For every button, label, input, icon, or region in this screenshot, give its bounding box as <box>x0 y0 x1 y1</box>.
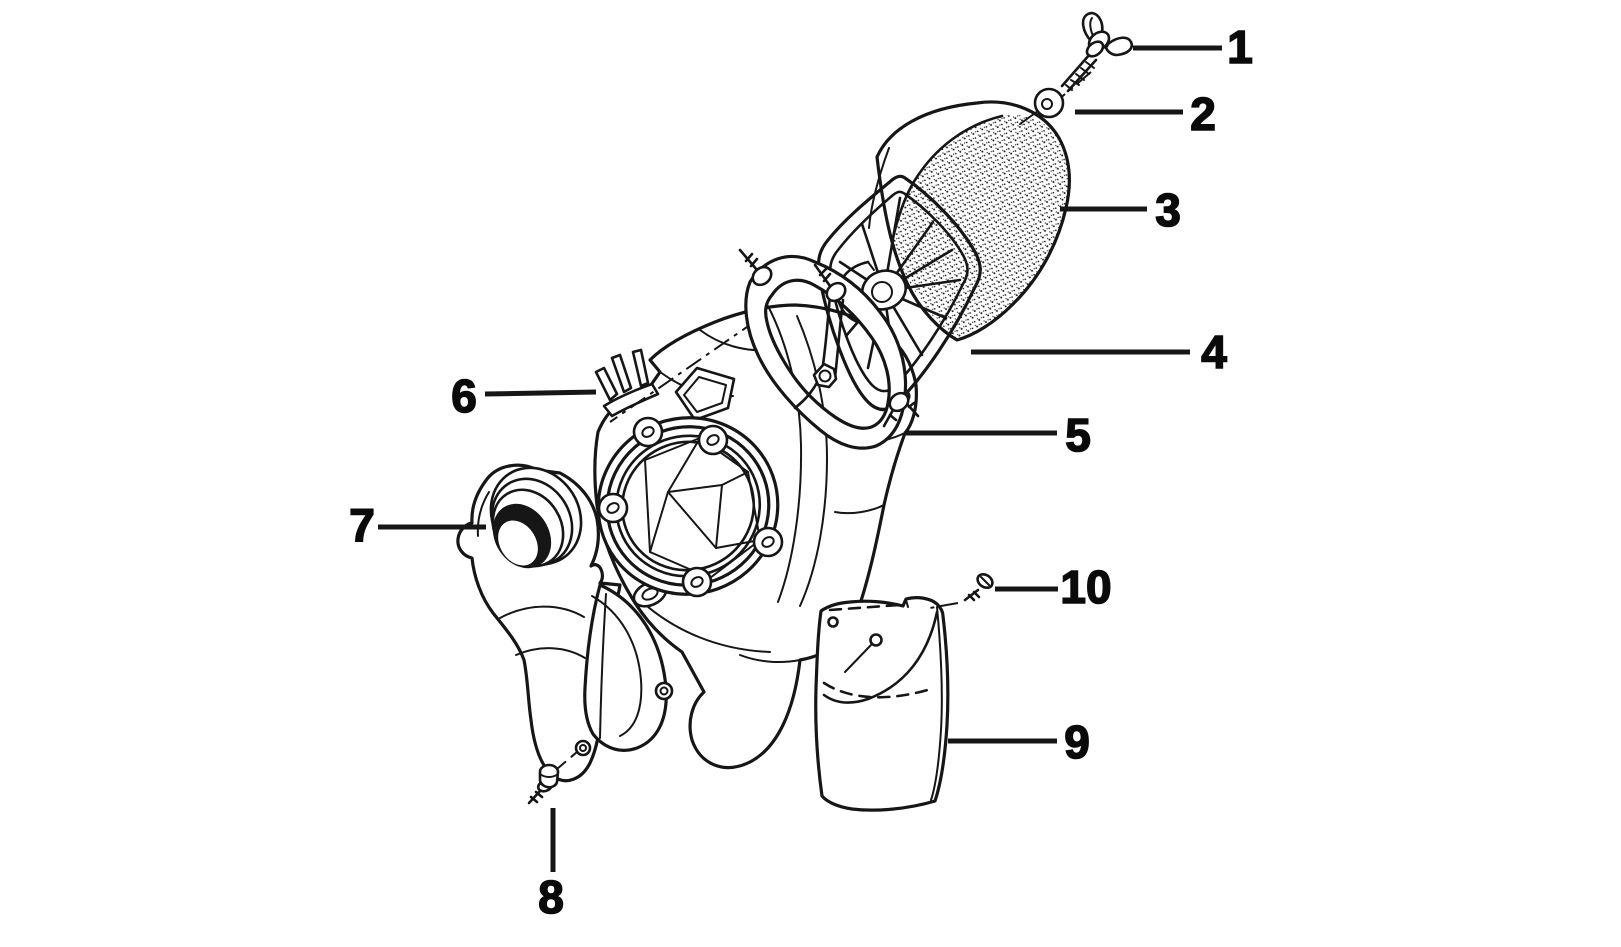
washer <box>1019 87 1065 125</box>
callout-line-6 <box>484 389 597 397</box>
frame-nut <box>812 362 838 389</box>
callouts-layer: 123 4 5 6 7 8 9 10 <box>348 20 1253 924</box>
screw <box>929 572 994 609</box>
frame-stud-top-left <box>738 248 773 287</box>
frame-stud-top-mid <box>813 263 847 303</box>
callout-number-4: 4 <box>1201 326 1227 378</box>
callout-number-1: 1 <box>1227 21 1253 73</box>
frame-stud-bottom-right <box>882 391 910 428</box>
gasket-clips <box>594 348 660 418</box>
panel-hole <box>869 633 883 647</box>
callout-number-6: 6 <box>451 370 477 422</box>
duct-opening <box>489 466 583 569</box>
callout-number-3: 3 <box>1155 184 1181 236</box>
gasket-bolt-ears <box>597 416 784 598</box>
bolt <box>527 751 578 805</box>
callout-number-9: 9 <box>1064 716 1090 768</box>
cover-panel <box>814 596 950 812</box>
callout-number-5: 5 <box>1065 409 1091 461</box>
gasket <box>596 416 784 598</box>
panel-hole <box>827 616 839 628</box>
housing-boss <box>674 366 736 422</box>
callout-number-8: 8 <box>538 871 564 923</box>
callout-number-10: 10 <box>1060 561 1111 613</box>
center-axis-line-2 <box>609 319 758 423</box>
callout-number-2: 2 <box>1190 88 1216 140</box>
intake-duct <box>456 463 674 783</box>
duct-flange <box>574 583 674 757</box>
callout-number-7: 7 <box>349 499 375 551</box>
wing-screw <box>1060 11 1134 93</box>
mounting-frame <box>738 248 910 450</box>
